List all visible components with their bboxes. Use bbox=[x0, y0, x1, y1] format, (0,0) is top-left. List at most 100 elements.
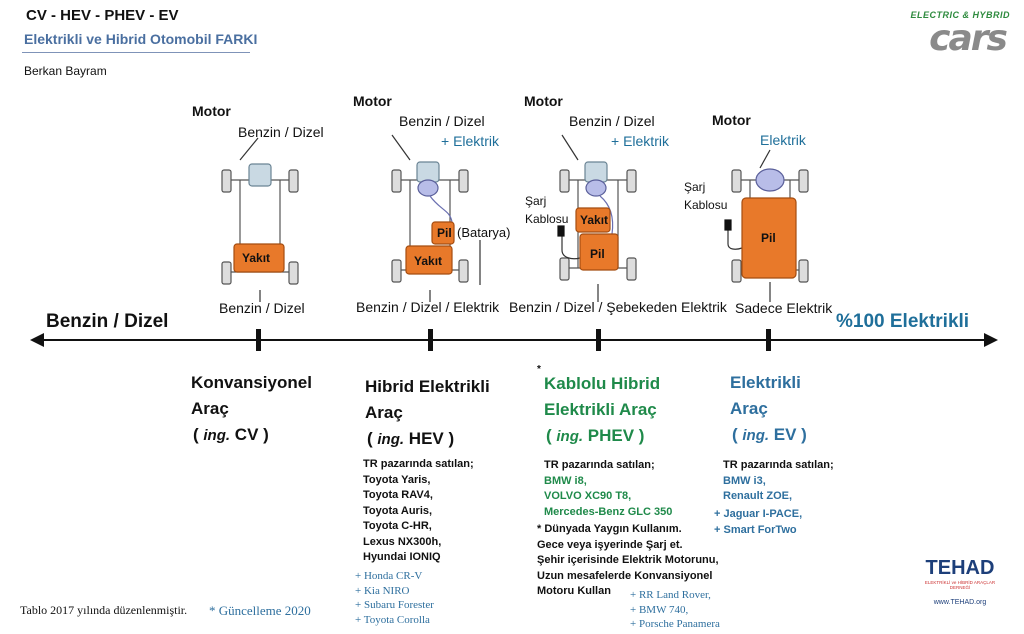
cv-heading-line1: Konvansiyonel bbox=[191, 373, 312, 392]
phev-note-line: Uzun mesafelerde Konvansiyonel bbox=[537, 569, 713, 582]
cv-heading-line2: Araç bbox=[191, 399, 229, 418]
ev-heading-ing: ( ing. EV ) bbox=[730, 422, 807, 449]
hev-tr-label: TR pazarında satılan; bbox=[363, 458, 474, 470]
phev-tr-label: TR pazarında satılan; bbox=[544, 459, 655, 471]
phev-heading-line1: Kablolu Hibrid bbox=[544, 374, 661, 393]
phev-note: * Dünyada Yaygın Kullanım. Gece veya işy… bbox=[537, 522, 719, 600]
phev-plug-icon bbox=[557, 225, 565, 237]
axis-left-label: Benzin / Dizel bbox=[46, 311, 169, 332]
phev-ing: ing. bbox=[556, 428, 584, 445]
list-item: BMW i3, bbox=[723, 474, 766, 487]
list-item: Mercedes-Benz GLC 350 bbox=[544, 505, 673, 518]
hev-update-list: + Honda CR-V + Kia NIRO + Subaru Foreste… bbox=[355, 569, 434, 627]
list-item: Renault ZOE, bbox=[723, 490, 793, 502]
chassis-phev-diagram bbox=[557, 134, 637, 302]
tehad-logo-main: TEHAD bbox=[925, 557, 995, 579]
ev-plug-icon bbox=[724, 219, 732, 231]
list-item: Toyota Auris, bbox=[363, 504, 433, 517]
ev-tr-label: TR pazarında satılan; bbox=[723, 459, 834, 471]
cv-tank-label: Yakıt bbox=[242, 251, 271, 265]
ev-tr-list: TR pazarında satılan; BMW i3, Renault ZO… bbox=[723, 458, 834, 505]
axis-left-arrow-icon bbox=[30, 333, 44, 347]
tehad-logo: TEHAD ELEKTRİKLİ ve HİBRİD ARAÇLAR DERNE… bbox=[918, 557, 1002, 613]
logo-top-text: ELECTRIC & HYBRID bbox=[910, 10, 1010, 20]
hev-battery-note: (Batarya) bbox=[457, 225, 511, 240]
hev-heading-line2: Araç bbox=[365, 403, 403, 422]
phev-ing-prefix: ( bbox=[546, 426, 557, 445]
axis-right-label: %100 Elektrikli bbox=[836, 311, 970, 332]
chassis-hev-diagram bbox=[391, 134, 481, 302]
phev-bottom-label: Benzin / Dizel / Şebekeden Elektrik bbox=[509, 299, 727, 315]
phev-source-label: Benzin / Dizel bbox=[569, 113, 655, 129]
author: Berkan Bayram bbox=[24, 64, 107, 78]
hev-ing-code: HEV ) bbox=[404, 429, 455, 448]
hev-ing-prefix: ( bbox=[367, 429, 378, 448]
ev-bottom-label: Sadece Elektrik bbox=[735, 300, 833, 316]
phev-note-line: Motoru Kullan bbox=[537, 585, 611, 597]
cv-ing: ing. bbox=[203, 427, 231, 444]
hev-heading-line1: Hibrid Elektrikli bbox=[365, 377, 490, 396]
ev-cable-label: Şarj Kablosu bbox=[684, 180, 728, 212]
subtitle-underline bbox=[22, 52, 250, 53]
list-item: Hyundai IONIQ bbox=[363, 551, 441, 563]
ev-battery-label: Pil bbox=[761, 231, 776, 245]
phev-extra-label: + Elektrik bbox=[611, 133, 669, 149]
footer-update: * Güncelleme 2020 bbox=[209, 603, 311, 618]
cv-ing-prefix: ( bbox=[193, 425, 204, 444]
list-item: + Porsche Panamera bbox=[630, 618, 720, 630]
hev-heading-ing: ( ing. HEV ) bbox=[365, 426, 490, 453]
phev-tr-list: TR pazarında satılan; BMW i8, VOLVO XC90… bbox=[544, 458, 672, 520]
list-item: Toyota Yaris, bbox=[363, 473, 431, 486]
cv-heading: Konvansiyonel Araç ( ing. CV ) bbox=[191, 370, 312, 449]
page-subtitle: Elektrikli ve Hibrid Otomobil FARKI bbox=[24, 31, 258, 47]
logo-main-text: cars bbox=[929, 18, 1008, 59]
hev-bottom-label: Benzin / Dizel / Elektrik bbox=[356, 299, 500, 315]
ev-extra-label: Elektrik bbox=[760, 132, 806, 148]
phev-note-line: Şehir içerisinde Elektrik Motorunu, bbox=[537, 554, 719, 566]
axis-tick-phev bbox=[596, 329, 601, 351]
list-item: BMW i8, bbox=[544, 474, 587, 487]
phev-note-line: * Dünyada Yaygın Kullanım. bbox=[537, 523, 682, 535]
phev-asterisk: * bbox=[537, 364, 541, 375]
ev-heading: Elektrikli Araç ( ing. EV ) bbox=[730, 370, 807, 449]
footer-note: Tablo 2017 yılında düzenlenmiştir. bbox=[20, 603, 188, 617]
hev-tr-list: TR pazarında satılan; Toyota Yaris, Toyo… bbox=[363, 457, 474, 566]
phev-heading-line2: Elektrikli Araç bbox=[544, 400, 657, 419]
list-item: Toyota RAV4, bbox=[363, 489, 433, 501]
list-item: + Toyota Corolla bbox=[355, 613, 430, 626]
list-item: + Smart ForTwo bbox=[714, 523, 797, 536]
axis-tick-cv bbox=[256, 329, 261, 351]
list-item: + Subaru Forester bbox=[355, 599, 434, 611]
phev-note-line: Gece veya işyerinde Şarj et. bbox=[537, 538, 683, 551]
hev-source-label: Benzin / Dizel bbox=[399, 113, 485, 129]
phev-heading: Kablolu Hibrid Elektrikli Araç ( ing. PH… bbox=[544, 371, 660, 450]
phev-tank-label: Yakıt bbox=[580, 213, 609, 227]
page-title: CV - HEV - PHEV - EV bbox=[26, 7, 179, 24]
phev-battery-label: Pil bbox=[590, 247, 605, 261]
hev-ing: ing. bbox=[377, 431, 405, 448]
list-item: + Jaguar I-PACE, bbox=[714, 508, 803, 520]
list-item: Toyota C-HR, bbox=[363, 520, 432, 532]
list-item: + RR Land Rover, bbox=[630, 589, 711, 601]
chassis-cv-diagram bbox=[221, 137, 299, 302]
hev-tank-label: Yakıt bbox=[414, 254, 443, 268]
list-item: + Kia NIRO bbox=[355, 584, 410, 597]
axis-tick-hev bbox=[428, 329, 433, 351]
tehad-url: www.TEHAD.org bbox=[933, 599, 987, 606]
ev-ing-prefix: ( bbox=[732, 425, 743, 444]
phev-cable-label: Şarj Kablosu bbox=[525, 194, 569, 226]
cv-source-label: Benzin / Dizel bbox=[238, 124, 324, 140]
cv-motor-label: Motor bbox=[192, 103, 231, 119]
phev-ing-code: PHEV ) bbox=[583, 426, 645, 445]
list-item: VOLVO XC90 T8, bbox=[544, 490, 632, 502]
hev-extra-label: + Elektrik bbox=[441, 133, 499, 149]
phev-heading-ing: ( ing. PHEV ) bbox=[544, 423, 660, 450]
cv-bottom-label: Benzin / Dizel bbox=[219, 300, 305, 316]
electric-hybrid-cars-logo: ELECTRIC & HYBRID cars bbox=[908, 8, 1012, 59]
hev-battery-label: Pil bbox=[437, 226, 452, 240]
list-item: + BMW 740, bbox=[630, 603, 689, 616]
cv-ing-code: CV ) bbox=[230, 425, 269, 444]
cv-heading-ing: ( ing. CV ) bbox=[191, 422, 312, 449]
ev-heading-line1: Elektrikli bbox=[730, 373, 801, 392]
